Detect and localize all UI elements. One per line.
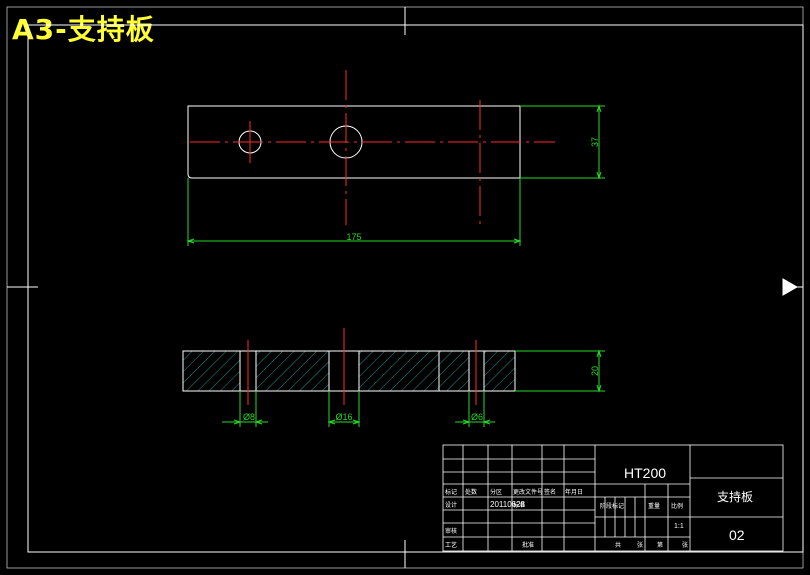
designer-date: 20110628 xyxy=(490,500,526,509)
length-dimension: 175 xyxy=(346,232,361,242)
scale-label: 比例 xyxy=(671,502,683,510)
center-lines xyxy=(190,70,555,225)
row-label-zone: 分区 xyxy=(490,488,502,496)
sheet-frame xyxy=(6,6,804,569)
row-label-mark: 标记 xyxy=(445,488,457,496)
inner-frame xyxy=(27,24,804,553)
orientation-triangle xyxy=(782,278,799,296)
plate-outline xyxy=(187,105,521,179)
page-title: A3-支持板 xyxy=(12,13,155,46)
stage-label: 阶段标记 xyxy=(600,502,624,510)
title-block: 标记 处数 分区 更改文件号 签名 年月日 设计 20110628 标准 审核 … xyxy=(442,444,784,552)
part-name: 支持板 xyxy=(717,489,753,504)
row-label-change-doc: 更改文件号 xyxy=(513,488,543,496)
hatched-sections xyxy=(182,350,516,392)
top-view-dimensions xyxy=(186,104,605,246)
sheet-count: 张 xyxy=(637,541,643,549)
hole-dimension-right: Ø6 xyxy=(471,412,483,422)
row-label-signature: 签名 xyxy=(544,488,556,496)
section-view: 20 Ø8 Ø16 Ø6 xyxy=(182,328,605,427)
height-dimension-section: 20 xyxy=(590,366,600,376)
section-dimensions xyxy=(222,349,605,427)
height-dimension-top: 37 xyxy=(590,137,600,147)
section-outline xyxy=(183,350,515,392)
weight-label: 重量 xyxy=(648,502,660,510)
row-label-date: 年月日 xyxy=(565,488,583,496)
sheet-label: 共 xyxy=(615,541,621,549)
sheet-no-label: 第 xyxy=(657,541,663,549)
hole-dimension-large: Ø16 xyxy=(335,412,352,422)
row-label-count: 处数 xyxy=(465,488,477,496)
material: HT200 xyxy=(624,465,666,481)
designer-extra: 标准 xyxy=(513,501,525,509)
review-label: 审核 xyxy=(445,527,457,535)
designer-label: 设计 xyxy=(445,501,457,509)
section-center-lines xyxy=(247,328,477,405)
top-view: 37 175 xyxy=(186,70,605,246)
drawing-number: 02 xyxy=(729,527,745,543)
scale-value: 1:1 xyxy=(674,523,684,530)
process-label: 工艺 xyxy=(445,541,457,549)
approve-label: 批准 xyxy=(522,541,534,549)
sheet-no-unit: 张 xyxy=(682,541,688,549)
hole-dimension-small: Ø8 xyxy=(243,412,255,422)
